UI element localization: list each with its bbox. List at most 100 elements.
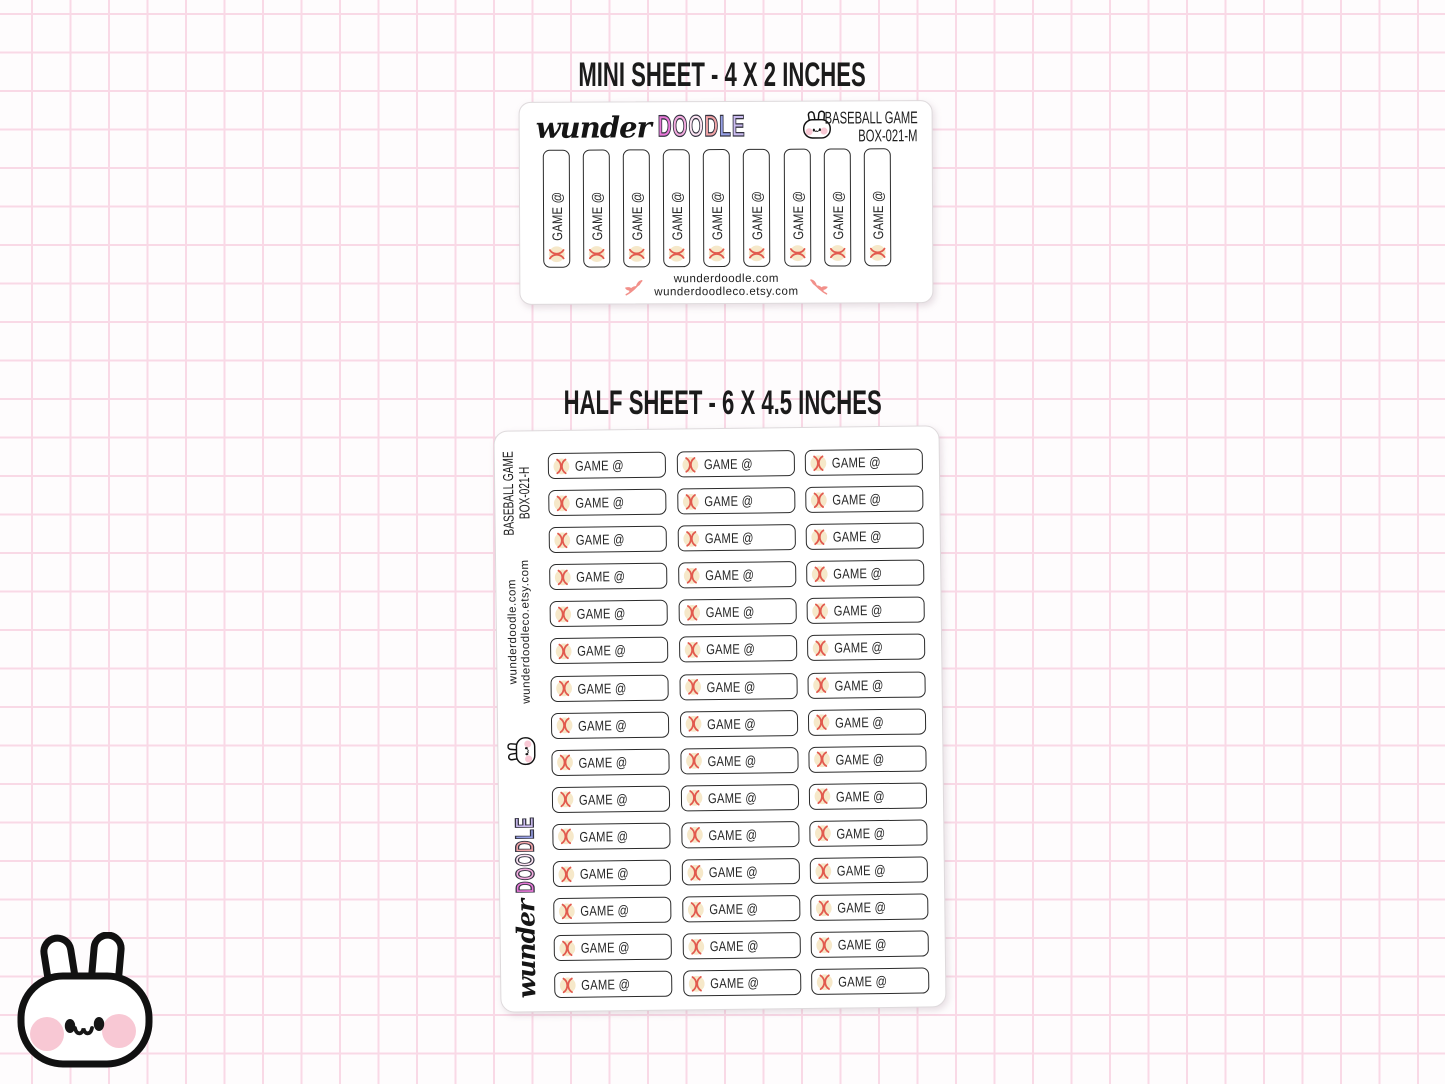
game-sticker: GAME @ — [808, 782, 928, 810]
baseball-icon — [811, 639, 830, 658]
product-code: BOX-021-M — [858, 126, 918, 146]
sticker-label: GAME @ — [706, 752, 757, 769]
game-sticker: GAME @ — [550, 711, 670, 739]
sticker-label: GAME @ — [579, 865, 629, 882]
baseball-icon — [814, 861, 833, 880]
baseball-icon — [748, 244, 767, 263]
baseball-icon — [558, 976, 577, 995]
game-sticker: GAME @ — [552, 822, 671, 850]
sticker-label: GAME @ — [706, 715, 756, 732]
brand-doodle-text: DOODLE — [509, 815, 541, 894]
baseball-icon — [587, 245, 606, 263]
product-info: BASEBALL GAME BOX-021-M — [776, 108, 918, 146]
baseball-icon — [554, 605, 573, 624]
baseball-icon — [683, 678, 702, 696]
sticker-label: GAME @ — [834, 676, 884, 694]
sticker-label: GAME @ — [835, 787, 885, 805]
sticker-label: GAME @ — [833, 602, 883, 619]
baseball-icon — [686, 900, 705, 919]
brand-logo: wunder DOODLE — [506, 737, 542, 999]
brand-script-text: wunder — [511, 899, 542, 999]
baseball-icon — [828, 244, 847, 262]
baseball-icon — [685, 789, 703, 808]
shop-urls: wunderdoodle.com wunderdoodleco.etsy.com — [654, 273, 798, 299]
baseball-icon — [556, 753, 574, 772]
game-sticker: GAME @ — [863, 148, 892, 267]
baseball-icon — [687, 974, 706, 993]
baseball-icon — [668, 244, 686, 263]
brand-letter: D — [657, 110, 673, 144]
sticker-label: GAME @ — [748, 190, 766, 240]
game-sticker: GAME @ — [681, 895, 800, 923]
brand-letter: O — [672, 110, 689, 144]
shop-urls: wunderdoodle.com wunderdoodleco.etsy.com — [506, 559, 534, 704]
game-sticker: GAME @ — [663, 149, 691, 268]
shop-url-1: wunderdoodle.com — [673, 273, 779, 286]
mini-sticker-slot: GAME @ — [703, 148, 731, 268]
game-sticker: GAME @ — [548, 525, 667, 554]
sticker-label: GAME @ — [704, 529, 754, 547]
baseball-icon — [557, 902, 576, 920]
baseball-icon — [810, 528, 829, 546]
game-sticker: GAME @ — [549, 562, 668, 591]
sticker-label: GAME @ — [708, 900, 758, 918]
brand-letter: D — [510, 879, 541, 894]
sticker-label: GAME @ — [668, 191, 685, 241]
rotated-side-rail: wunder DOODLE wunderdoodle.com wunderdoo… — [494, 431, 547, 1012]
baseball-icon — [813, 787, 832, 806]
baseball-icon — [555, 716, 574, 735]
mini-sticker-slot: GAME @ — [743, 148, 771, 267]
brand-letter: O — [688, 110, 705, 144]
sticker-label: GAME @ — [837, 936, 887, 953]
sticker-label: GAME @ — [836, 862, 886, 879]
leaf-sprig-icon — [624, 278, 643, 296]
game-sticker: GAME @ — [806, 559, 925, 588]
baseball-icon — [681, 455, 699, 474]
sticker-label: GAME @ — [581, 976, 631, 994]
half-sticker-sheet: wunder DOODLE wunderdoodle.com wunderdoo… — [493, 425, 947, 1013]
game-sticker: GAME @ — [823, 148, 851, 267]
game-sticker: GAME @ — [676, 450, 795, 478]
baseball-icon — [811, 602, 830, 621]
sticker-label: GAME @ — [705, 603, 755, 621]
baseball-icon — [557, 865, 576, 883]
sticker-label: GAME @ — [869, 190, 886, 240]
game-sticker: GAME @ — [552, 859, 672, 888]
game-sticker: GAME @ — [582, 149, 611, 268]
mini-sticker-slot: GAME @ — [622, 149, 651, 268]
baseball-icon — [684, 715, 702, 733]
baseball-icon — [788, 244, 807, 263]
game-sticker: GAME @ — [679, 746, 799, 775]
sticker-label: GAME @ — [548, 191, 565, 241]
mini-sticker-slot: GAME @ — [783, 148, 811, 267]
sticker-label: GAME @ — [628, 191, 645, 241]
shop-url-2: wunderdoodleco.etsy.com — [654, 285, 799, 299]
baseball-icon — [557, 827, 575, 846]
game-sticker: GAME @ — [808, 745, 927, 773]
baseball-icon — [681, 529, 700, 548]
baseball-icon — [552, 457, 571, 475]
baseball-icon — [683, 640, 702, 659]
sticker-label: GAME @ — [829, 190, 846, 240]
sticker-label: GAME @ — [703, 492, 753, 510]
game-sticker: GAME @ — [553, 896, 672, 925]
baseball-icon — [682, 603, 701, 622]
game-sticker: GAME @ — [551, 785, 671, 813]
game-sticker: GAME @ — [678, 598, 797, 626]
brand-letter: E — [509, 815, 540, 829]
sticker-label: GAME @ — [577, 642, 627, 660]
baseball-icon — [554, 642, 573, 661]
sticker-label: GAME @ — [831, 454, 881, 471]
baseball-icon — [558, 939, 577, 957]
brand-letter: D — [509, 838, 540, 853]
sticker-label: GAME @ — [580, 902, 630, 919]
game-sticker: GAME @ — [551, 748, 670, 776]
sticker-label: GAME @ — [835, 750, 885, 768]
game-sticker: GAME @ — [810, 893, 929, 922]
mini-sticker-row: GAME @ GAME @ GAME @ GAME @ GAME @ GAME … — [542, 148, 892, 268]
baseball-icon — [809, 490, 828, 509]
game-sticker: GAME @ — [550, 674, 669, 702]
baseball-icon — [553, 531, 572, 549]
sticker-label: GAME @ — [577, 679, 627, 697]
baseball-icon — [708, 244, 726, 263]
